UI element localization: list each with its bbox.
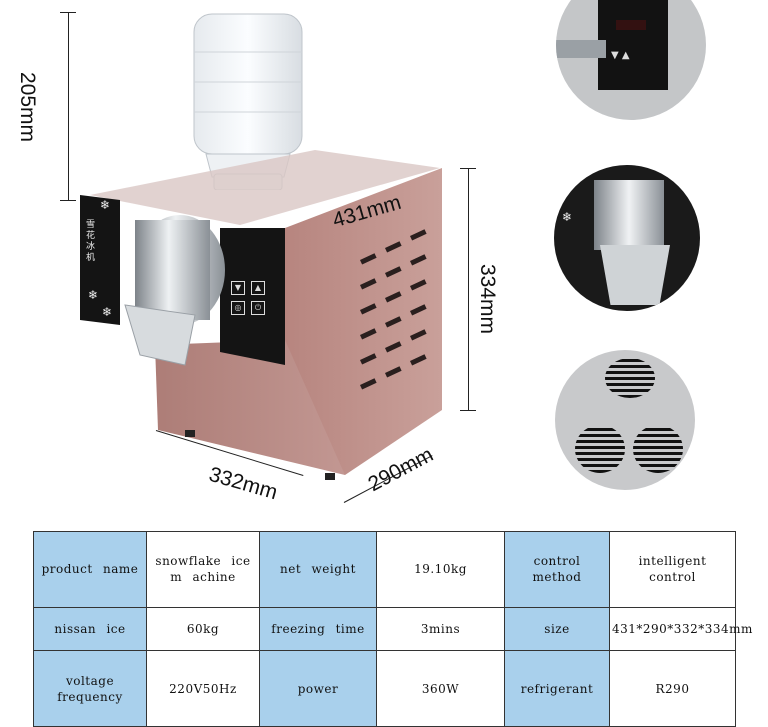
spec-value: 19.10kg [376,531,505,608]
snowflake-icon: ❄ [88,288,99,302]
detail-control-panel-image: ▼ ▲ [556,0,706,120]
snowflake-icon: ❄ [102,305,113,319]
up-button[interactable]: ▲ [251,281,265,295]
spec-value: intelligent control [609,531,736,608]
spec-label: size [504,606,610,652]
fan-icon [633,425,683,473]
table-row: nissan ice 60kg freezing time 3mins size… [33,606,752,652]
spec-label: control method [504,531,610,608]
spec-value: 360W [376,650,505,727]
spec-value: 3mins [376,606,505,652]
spec-label: power [259,650,377,727]
fan-icon [575,425,625,473]
fan-icon [605,358,655,398]
bottle-height-line [68,12,69,200]
table-row: voltage frequency 220V50Hz power 360W re… [33,650,736,727]
down-button[interactable]: ▼ [231,281,245,295]
spec-label: freezing time [259,606,377,652]
snowflake-icon: ❄ [100,198,111,212]
spec-value: 60kg [146,606,260,652]
power-button[interactable]: ⏻ [251,301,265,315]
spec-table: product name snowflake ice m achine net … [33,531,752,727]
ice-machine [80,150,442,480]
product-illustration: 205mm [16,12,500,504]
spec-label: refrigerant [504,650,610,727]
spec-value: 431*290*332*334mm [609,606,752,652]
brand-text: 雪花冰机 [86,220,96,263]
spec-label: product name [33,531,147,608]
bottle-height-label: 205mm [16,71,40,143]
spec-value: R290 [609,650,736,727]
table-row: product name snowflake ice m achine net … [33,531,736,608]
spec-label: voltage frequency [33,650,147,727]
spec-label: nissan ice [33,606,147,652]
control-panel: ▼ ▲ ◎ ⏻ [225,275,275,325]
spec-value: 220V50Hz [146,650,260,727]
spec-label: net weight [259,531,377,608]
spec-value: snowflake ice m achine [146,531,260,608]
detail-drum-image: ❄ [554,165,700,311]
height-label: 334mm [476,263,500,335]
mode-button[interactable]: ◎ [231,301,245,315]
detail-fans-image [555,350,695,490]
